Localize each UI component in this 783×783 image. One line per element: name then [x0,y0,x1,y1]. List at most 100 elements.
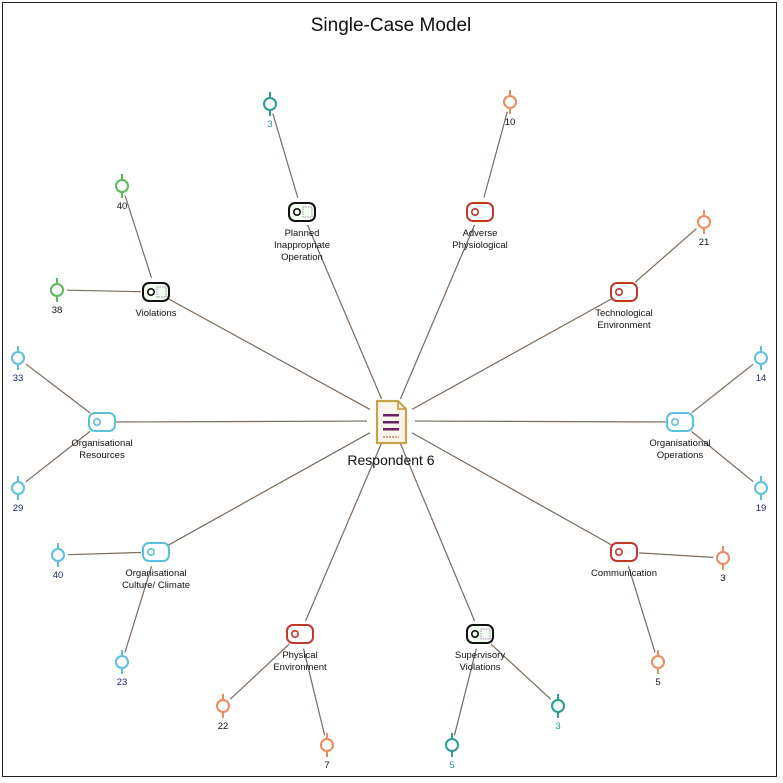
node-label-operations: Operations [657,450,704,461]
value-node-supervisory[interactable]: 5 [445,733,459,771]
case-node-icon [610,542,638,562]
edge-leaf-culture [67,551,142,556]
value-label: 23 [117,677,128,688]
node-label-physical: Environment [273,662,327,673]
value-pin-icon [716,546,730,570]
case-node-icon [466,202,494,222]
case-node-icon [288,202,316,222]
value-node-operations[interactable]: 14 [754,346,768,384]
edge-leaf-physical [229,643,290,700]
nodes-layer: PlannedInappropriateOperationAdversePhys… [71,202,711,673]
value-node-physical[interactable]: 7 [320,733,334,771]
value-node-supervisory[interactable]: 3 [551,694,565,732]
value-node-planned[interactable]: 3 [263,92,277,130]
node-violations[interactable]: Violations [135,282,177,319]
edge-center-supervisory [399,442,476,622]
edge-center-operations [414,420,667,423]
case-node-icon [610,282,638,302]
value-node-violations[interactable]: 40 [115,174,129,212]
node-label-supervisory: Violations [459,662,500,673]
edge-leaf-adverse [483,111,508,198]
value-node-resources[interactable]: 29 [11,476,25,514]
node-communication[interactable]: Communication [591,542,657,579]
value-node-adverse[interactable]: 10 [503,90,517,128]
value-pin-icon [11,476,25,500]
value-label: 7 [324,760,329,771]
edge-center-adverse [399,224,476,400]
value-label: 5 [449,760,454,771]
value-pin-icon [754,346,768,370]
diagram-frame [2,2,777,777]
node-label-resources: Resources [79,450,125,461]
case-node-icon [88,412,116,432]
edge-leaf-violations [124,195,152,278]
edge-center-communication [411,432,613,546]
center-label: Respondent 6 [347,452,434,468]
value-node-violations[interactable]: 38 [50,278,64,316]
value-node-communication[interactable]: 5 [651,650,665,688]
diagram-title: Single-Case Model [311,15,472,36]
edge-leaf-operations [691,431,754,483]
node-label-violations: Violations [135,308,176,319]
edge-center-technological [411,298,613,410]
value-label: 14 [756,373,767,384]
value-pin-icon [320,733,334,757]
value-label: 33 [13,373,24,384]
node-label-physical: Physical [282,650,317,661]
value-pin-icon [216,694,230,718]
value-pin-icon [11,346,25,370]
value-node-communication[interactable]: 3 [716,546,730,584]
case-node-icon [142,542,170,562]
value-node-culture[interactable]: 40 [51,543,65,581]
value-pin-icon [503,90,517,114]
value-pin-icon [51,543,65,567]
edge-center-resources [115,420,368,423]
node-label-culture: Organisational [125,568,186,579]
value-label: 38 [52,305,63,316]
edge-leaf-communication [627,566,656,653]
leaves-layer: 3 10 21 14 19 3 5 3 5 22 7 40 23 33 29 40 38 [11,90,768,771]
edge-center-physical [304,442,383,622]
center-node[interactable]: Respondent 6 [347,399,435,468]
edge-leaf-culture [124,566,153,653]
edge-center-culture [167,432,371,546]
edge-center-violations [167,298,371,410]
value-label: 5 [655,677,660,688]
value-node-technological[interactable]: 21 [697,210,711,248]
value-label: 29 [13,503,24,514]
node-label-planned: Planned [285,228,320,239]
node-label-resources: Organisational [71,438,132,449]
value-pin-icon [651,650,665,674]
node-label-planned: Inappropriate [274,240,330,251]
node-label-planned: Operation [281,252,323,263]
node-label-technological: Environment [597,320,651,331]
value-label: 22 [218,721,229,732]
value-node-operations[interactable]: 19 [754,476,768,514]
value-label: 40 [53,570,64,581]
value-pin-icon [551,694,565,718]
node-label-operations: Organisational [649,438,710,449]
value-label: 3 [720,573,725,584]
case-node-icon [666,412,694,432]
edge-leaf-supervisory [453,648,477,736]
node-label-adverse: Adverse [463,228,498,239]
value-label: 40 [117,201,128,212]
edge-leaf-physical [302,648,326,736]
value-node-resources[interactable]: 33 [11,346,25,384]
value-node-culture[interactable]: 23 [115,650,129,688]
value-pin-icon [263,92,277,116]
value-node-physical[interactable]: 22 [216,694,230,732]
edge-leaf-resources [25,430,91,483]
node-label-adverse: Physiological [452,240,507,251]
value-pin-icon [445,733,459,757]
case-node-icon [286,624,314,644]
